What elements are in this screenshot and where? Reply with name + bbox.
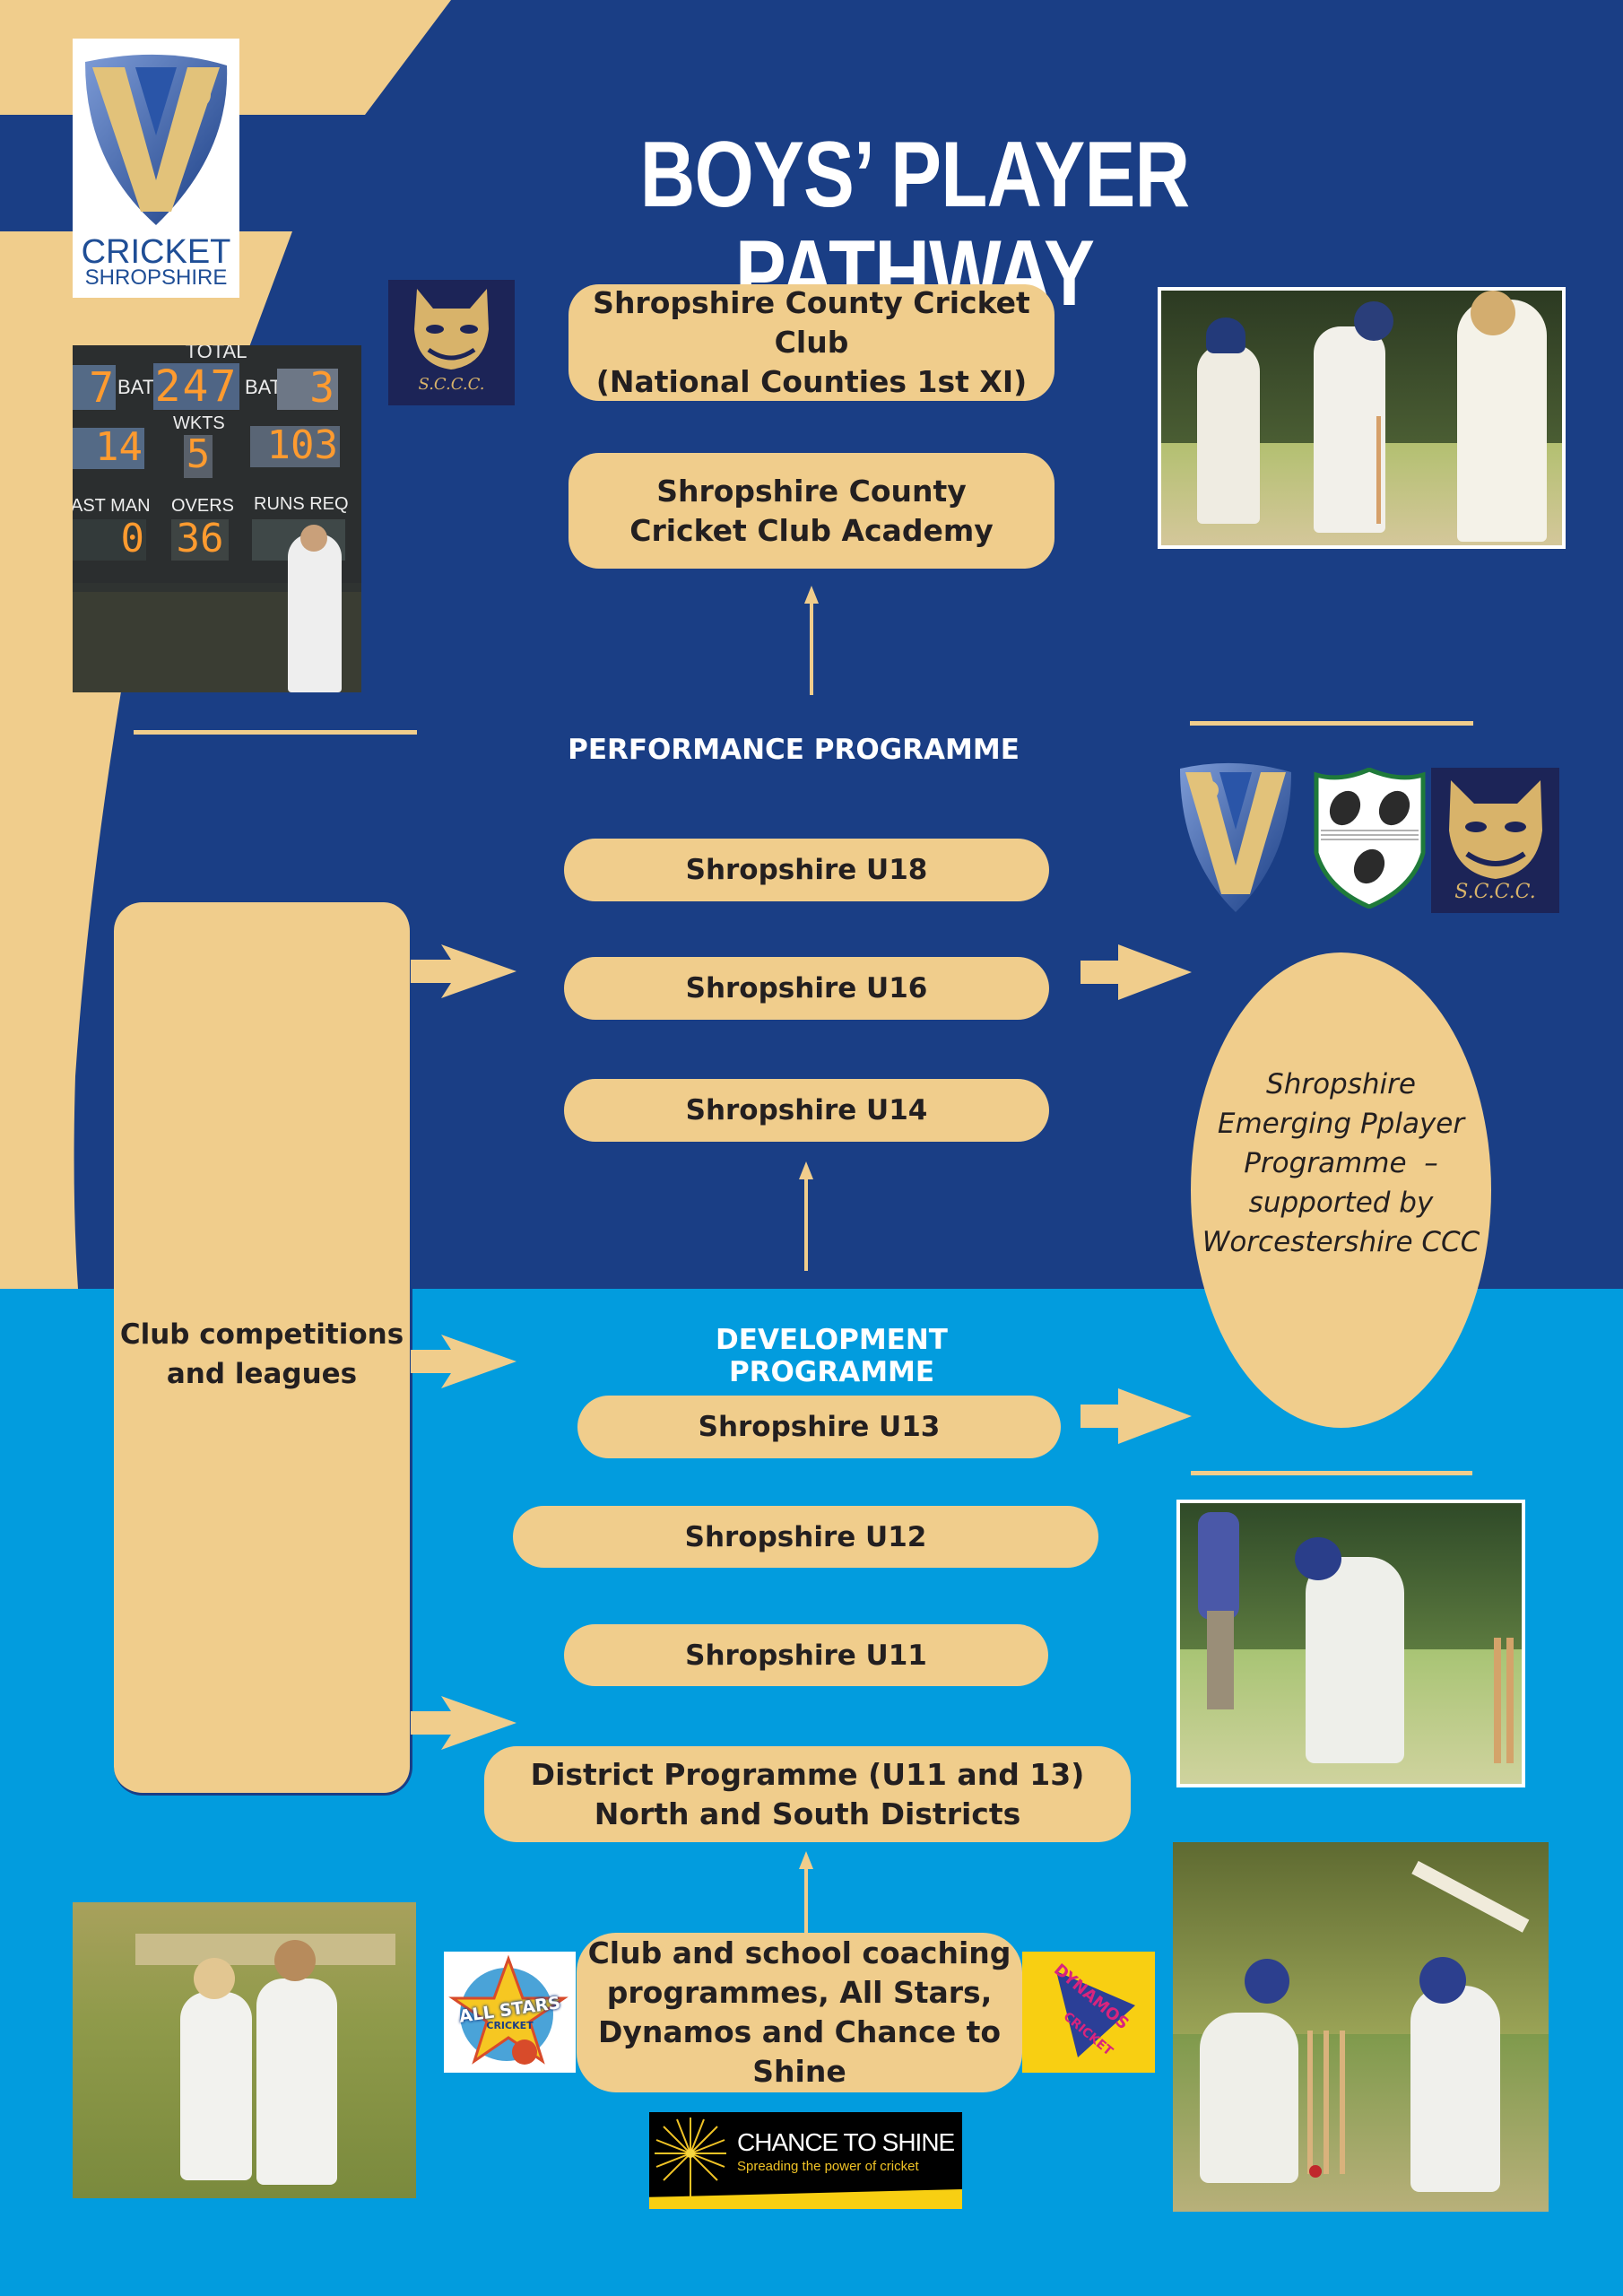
- scoreboard-bat-right-value: 3: [309, 363, 334, 412]
- scoreboard-bat-label-right: BAT: [245, 376, 282, 398]
- sccc-leopard-icon: [1449, 780, 1542, 879]
- scoreboard-photo: TOTAL 7 BAT 247 BAT 3 WKTS 14 5 103 AST …: [73, 345, 361, 692]
- arrow-right-icon: [411, 944, 516, 998]
- level-u13: Shropshire U13: [577, 1396, 1061, 1458]
- box-text-line: Club and school coaching: [587, 1935, 1011, 1970]
- cricket-shropshire-shield-icon: [85, 54, 228, 226]
- sccc-first-xi-box: Shropshire County Cricket Club (National…: [568, 284, 1055, 401]
- cricket-shropshire-logo: CRICKET SHROPSHIRE: [73, 39, 239, 298]
- sccc-academy-box: Shropshire County Cricket Club Academy: [568, 453, 1055, 569]
- box-text-line: Shropshire County: [656, 473, 967, 509]
- level-label: Shropshire U18: [685, 854, 928, 886]
- level-u12: Shropshire U12: [513, 1506, 1098, 1568]
- all-stars-cricket-logo: ALL STARS CRICKET: [444, 1952, 576, 2073]
- level-label: Shropshire U14: [685, 1094, 928, 1126]
- club-school-coaching-box: Club and school coaching programmes, All…: [577, 1933, 1022, 2092]
- box-text-line: North and South Districts: [594, 1796, 1021, 1831]
- scoreboard-left-mid-value: 14: [95, 424, 143, 470]
- level-u11: Shropshire U11: [564, 1624, 1048, 1686]
- arrow-up-icon: [799, 1161, 813, 1271]
- cricket-shropshire-shield-icon: [1180, 762, 1291, 912]
- box-text-line: (National Counties 1st XI): [595, 364, 1028, 399]
- box-text-line: Dynamos and Chance to Shine: [597, 2014, 1002, 2089]
- level-u16: Shropshire U16: [564, 957, 1049, 1020]
- scoreboard-runs-req-label: RUNS REQ: [254, 494, 349, 514]
- ellipse-text-line: supported by: [1248, 1187, 1434, 1219]
- divider-line-right-top: [1190, 721, 1473, 726]
- box-text-line: Shropshire County Cricket Club: [593, 285, 1030, 360]
- arrow-right-icon: [411, 1696, 516, 1750]
- ellipse-text-line: Emerging Pplayer: [1217, 1108, 1465, 1140]
- box-text-line: Cricket Club Academy: [629, 512, 994, 548]
- scoreboard-last-man-value: 0: [120, 516, 145, 561]
- chance-to-shine-title: CHANCE TO SHINE: [737, 2128, 955, 2156]
- development-programme-heading: DEVELOPMENT PROGRAMME: [716, 1324, 948, 1388]
- arrow-right-icon: [1081, 1388, 1192, 1444]
- sccc-logo-partner: S.C.C.C.: [1431, 768, 1559, 913]
- chance-to-shine-icon: [655, 2118, 726, 2196]
- divider-line-left: [134, 730, 417, 735]
- box-text-line: District Programme (U11 and 13): [530, 1756, 1085, 1792]
- boy-figure: [288, 534, 342, 692]
- arrow-right-icon: [411, 1335, 516, 1388]
- scoreboard-overs-label: OVERS: [171, 496, 235, 516]
- scoreboard-total-value: 247: [154, 361, 239, 412]
- level-u14: Shropshire U14: [564, 1079, 1049, 1142]
- batting-action-photo-top: [1158, 287, 1566, 549]
- ellipse-text-line: Shropshire: [1266, 1068, 1416, 1100]
- logo-text-cricket: CRICKET: [81, 233, 231, 271]
- scoreboard-total-label: TOTAL: [185, 345, 247, 362]
- level-label: Shropshire U13: [698, 1411, 941, 1443]
- club-competitions-box: Club competitions and leagues: [114, 902, 412, 1796]
- scoreboard-bat-label: BAT: [117, 376, 155, 398]
- performance-programme-heading: PERFORMANCE PROGRAMME: [568, 734, 1020, 766]
- district-programme-box: District Programme (U11 and 13) North an…: [484, 1746, 1131, 1842]
- scoreboard-right-mid-value: 103: [266, 422, 338, 468]
- arrow-up-icon: [799, 1851, 813, 1934]
- batsman-drive-photo: [1176, 1500, 1525, 1787]
- level-label: Shropshire U11: [685, 1639, 927, 1672]
- arrow-right-icon: [1081, 944, 1192, 1000]
- sccc-text: S.C.C.C.: [418, 375, 485, 394]
- batsman-keeper-photo: [1173, 1842, 1549, 2212]
- level-u18: Shropshire U18: [564, 839, 1049, 901]
- chance-to-shine-tagline: Spreading the power of cricket: [737, 2159, 919, 2174]
- arrow-up-icon: [804, 586, 819, 695]
- scoreboard-last-man-label: AST MAN: [73, 496, 151, 516]
- all-stars-subtext: CRICKET: [486, 2020, 534, 2031]
- level-label: Shropshire U16: [685, 972, 928, 1004]
- emerging-player-programme-ellipse: Shropshire Emerging Pplayer Programme – …: [1191, 952, 1491, 1428]
- box-text-line: programmes, All Stars,: [606, 1975, 993, 2010]
- club-box-text-line: Club competitions: [119, 1318, 404, 1351]
- ellipse-text-line: Worcestershire CCC: [1202, 1226, 1480, 1258]
- scoreboard-wkts-label: WKTS: [173, 413, 225, 433]
- level-label: Shropshire U12: [684, 1520, 927, 1553]
- divider-line-right-bottom: [1191, 1471, 1472, 1475]
- worcestershire-pears-shield-icon: [1314, 768, 1426, 909]
- logo-text-shropshire: SHROPSHIRE: [84, 265, 228, 290]
- ellipse-text-line: Programme –: [1244, 1147, 1438, 1179]
- scoreboard-wkts-value: 5: [186, 431, 211, 477]
- dynamos-cricket-icon: [1056, 1971, 1135, 2057]
- club-box-text-line: and leagues: [166, 1358, 358, 1390]
- chance-to-shine-logo: CHANCE TO SHINE Spreading the power of c…: [649, 2112, 962, 2209]
- dynamos-cricket-logo: DYNAMOS CRICKET: [1022, 1952, 1155, 2073]
- scoreboard-bat-left-value: 7: [89, 363, 114, 412]
- scoreboard-overs-value: 36: [176, 516, 224, 561]
- sccc-logo-top: S.C.C.C.: [388, 280, 515, 405]
- sccc-text: S.C.C.C.: [1454, 881, 1536, 903]
- all-stars-cricket-icon: [448, 1954, 568, 2065]
- two-boys-photo: [73, 1902, 416, 2198]
- sccc-leopard-icon: [414, 289, 489, 370]
